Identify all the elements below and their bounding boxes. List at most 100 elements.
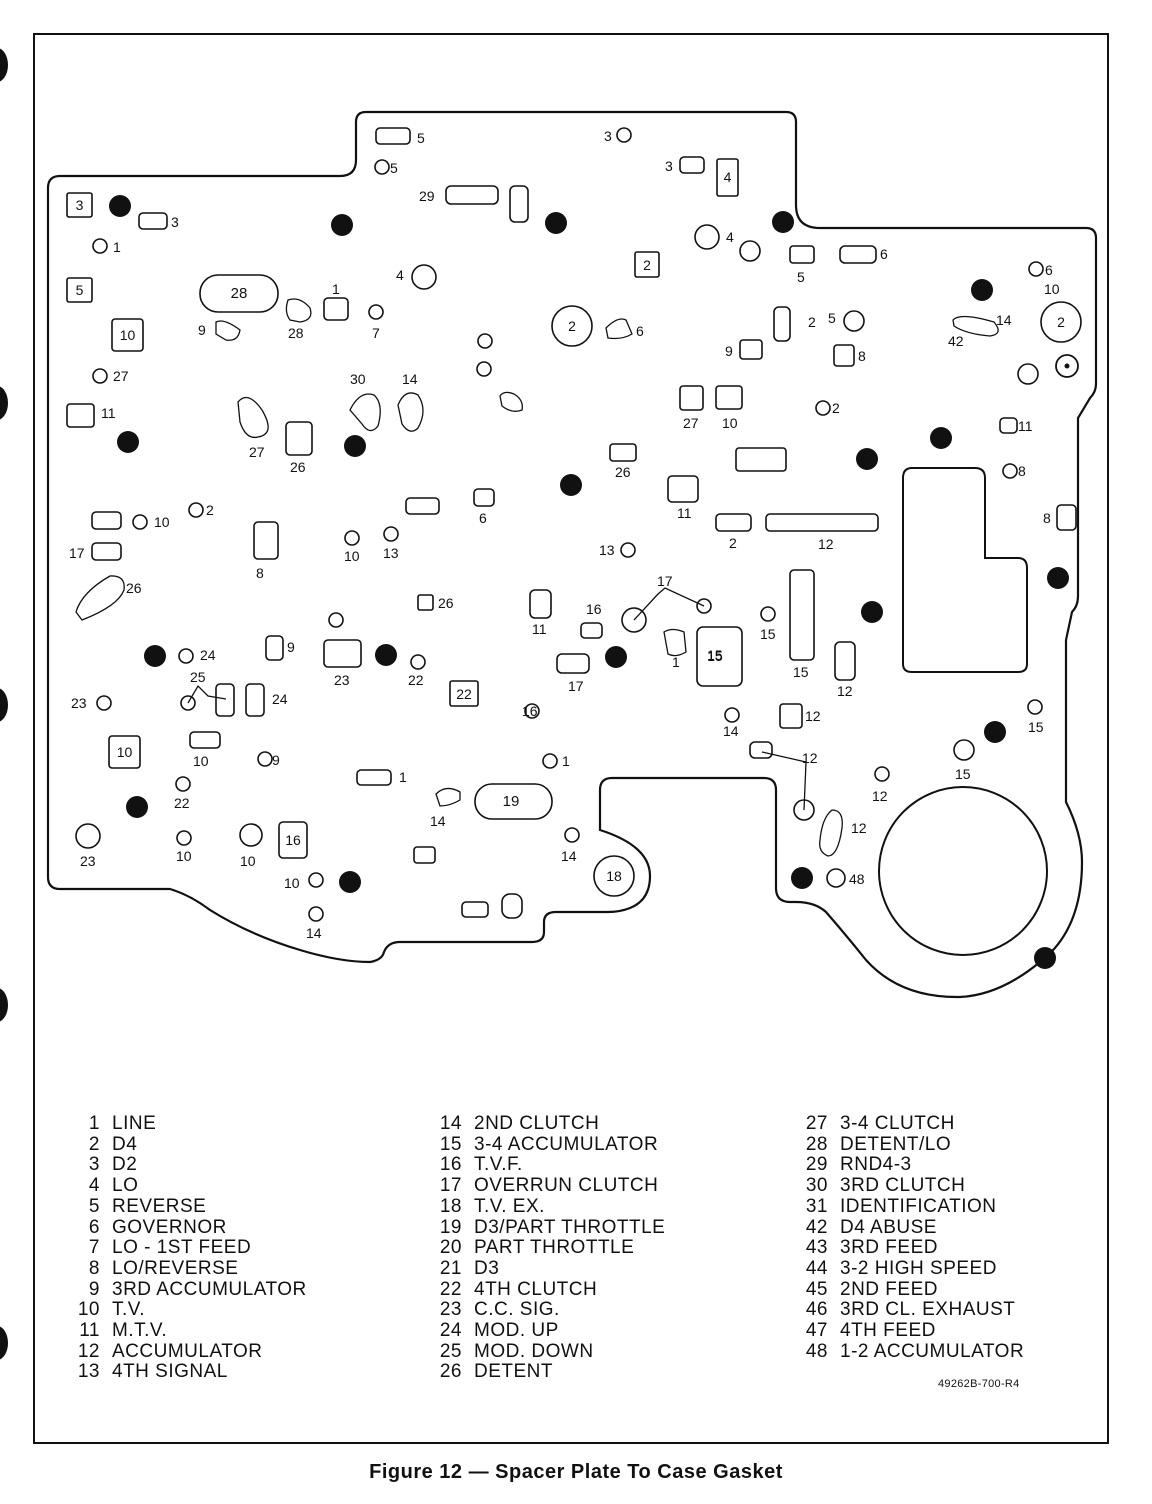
port-label: 15 xyxy=(955,766,971,782)
box-label: 3 xyxy=(76,197,84,213)
gasket-cutout xyxy=(902,467,1028,673)
port-label: 10 xyxy=(1044,281,1060,297)
legend-number: 22 xyxy=(439,1278,462,1300)
legend-number: 31 xyxy=(805,1195,828,1217)
legend-label: GOVERNOR xyxy=(112,1216,227,1238)
binder-hole xyxy=(0,386,8,420)
port-label: 12 xyxy=(802,750,818,766)
legend-label: MOD. UP xyxy=(474,1320,559,1342)
legend-label: D3 xyxy=(474,1257,500,1279)
port-label: 10 xyxy=(193,753,209,769)
port-label: 15 xyxy=(760,626,776,642)
bolt-hole xyxy=(984,721,1006,743)
bolt-hole xyxy=(1034,947,1056,969)
legend-label: LO xyxy=(112,1175,139,1197)
gasket-diagram: 3 5 10 10 2 4 22 16 15 28 19 2 2 18 xyxy=(46,110,1098,999)
oval-19 xyxy=(474,783,553,820)
box-label: 16 xyxy=(285,832,301,848)
legend-number: 13 xyxy=(77,1361,100,1383)
port-label: 3 xyxy=(171,214,179,230)
legend-label: 1-2 ACCUMULATOR xyxy=(840,1340,1025,1362)
box-16 xyxy=(278,821,308,859)
port-label: 13 xyxy=(383,545,399,561)
legend-label: RND4-3 xyxy=(840,1154,912,1176)
port-label: 9 xyxy=(272,752,280,768)
legend-number: 9 xyxy=(88,1278,100,1300)
legend-number: 26 xyxy=(439,1361,462,1383)
port-label: 9 xyxy=(198,322,206,338)
port-label: 23 xyxy=(80,853,96,869)
port-label: 22 xyxy=(408,672,424,688)
port-label: 9 xyxy=(287,639,295,655)
legend-item: 2 D4 xyxy=(32,1133,307,1156)
figure-caption: Figure 12 — Spacer Plate To Case Gasket xyxy=(369,1461,783,1483)
round-ports xyxy=(75,127,1044,922)
bolt-hole xyxy=(791,867,813,889)
box-10a xyxy=(111,318,144,352)
legend-number: 29 xyxy=(805,1154,828,1176)
bolt-hole xyxy=(930,427,952,449)
box-15 xyxy=(696,626,743,687)
port-label: 14 xyxy=(723,723,739,739)
port-label: 3 xyxy=(604,128,612,144)
legend-number: 11 xyxy=(79,1320,100,1342)
port-label: 17 xyxy=(69,545,85,561)
port-label: 4 xyxy=(396,267,404,283)
binder-hole xyxy=(0,988,8,1022)
port-label: 1 xyxy=(113,239,121,255)
bolt-hole xyxy=(109,195,131,217)
port-label: 8 xyxy=(256,565,264,581)
box-label: 22 xyxy=(456,686,472,702)
legend-number: 15 xyxy=(439,1133,462,1155)
port-label: 8 xyxy=(1018,463,1026,479)
port-label: 11 xyxy=(532,621,547,637)
port-label: 2 xyxy=(729,535,737,551)
legend-number: 5 xyxy=(88,1195,100,1217)
bolt-hole xyxy=(772,211,794,233)
legend-item: 48 1-2 ACCUMULATOR xyxy=(796,1340,1025,1363)
drawing-code: 49262B-700-R4 xyxy=(938,1378,1020,1390)
legend-number: 7 xyxy=(88,1237,100,1259)
bolt-hole xyxy=(126,796,148,818)
legend-number: 21 xyxy=(439,1257,462,1279)
legend-label: ACCUMULATOR xyxy=(112,1340,263,1362)
port-label: 6 xyxy=(479,510,487,526)
port-label: 5 xyxy=(390,160,398,176)
port-label: 15 xyxy=(707,647,723,663)
port-label: 12 xyxy=(837,683,853,699)
bolt-hole xyxy=(861,601,883,623)
box-label: 10 xyxy=(120,327,136,343)
port-label: 11 xyxy=(101,405,116,421)
accumulator-bore xyxy=(878,786,1048,956)
port-label: 1 xyxy=(562,753,570,769)
port-label: 10 xyxy=(722,415,738,431)
port-label: 5 xyxy=(417,130,425,146)
legend-label: D2 xyxy=(112,1154,138,1176)
port-label: 29 xyxy=(419,188,435,204)
legend-number: 8 xyxy=(88,1257,100,1279)
legend-label: 4TH CLUTCH xyxy=(474,1278,598,1300)
legend-number: 48 xyxy=(805,1340,828,1362)
legend-number: 2 xyxy=(88,1133,100,1155)
legend-label: D4 ABUSE xyxy=(840,1216,937,1238)
bolt-hole xyxy=(560,474,582,496)
legend-label: D4 xyxy=(112,1133,138,1155)
port-label: 27 xyxy=(683,415,699,431)
boxed-labels xyxy=(66,158,1082,897)
port-label: 14 xyxy=(402,371,418,387)
circle-2b xyxy=(1040,301,1082,343)
